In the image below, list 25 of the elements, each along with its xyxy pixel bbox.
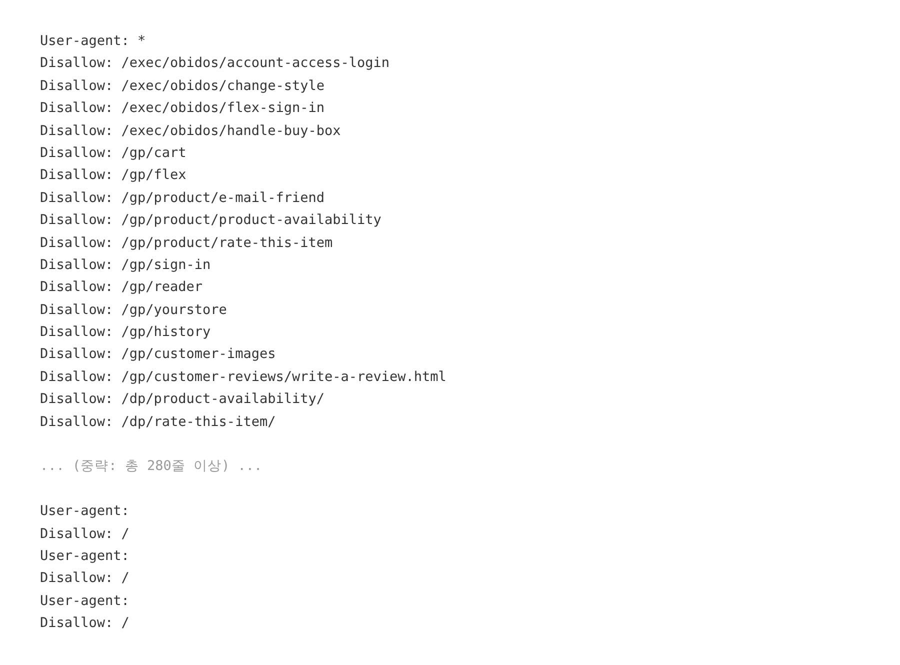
code-line: User-agent:: [40, 592, 130, 611]
code-line: User-agent:: [40, 502, 130, 522]
code-line: Disallow: /dp/rate-this-item/: [40, 412, 276, 432]
omission-note: ... (중략: 총 280줄 이상) ...: [40, 457, 262, 476]
code-line: Disallow: /gp/flex: [40, 166, 186, 186]
code-line: Disallow: /exec/obidos/flex-sign-in: [40, 99, 324, 118]
code-line: Disallow: /gp/customer-images: [40, 345, 276, 364]
code-line: Disallow: /: [40, 569, 130, 588]
code-line: Disallow: /gp/reader: [40, 278, 203, 298]
code-line: Disallow: /gp/yourstore: [40, 300, 227, 320]
code-line: User-agent:: [40, 546, 130, 566]
code-line: Disallow: /: [40, 614, 130, 634]
code-line: User-agent: *: [40, 32, 146, 51]
code-line: Disallow: /gp/customer-reviews/write-a-review.html: [40, 368, 446, 387]
code-line: Disallow: /gp/history: [40, 323, 211, 342]
code-line: Disallow: /exec/obidos/change-style: [40, 76, 324, 96]
code-line: Disallow: /exec/obidos/account-access-login: [40, 54, 390, 74]
code-line: Disallow: /gp/sign-in: [40, 256, 211, 275]
code-line: Disallow: /gp/cart: [40, 144, 186, 163]
code-line: Disallow: /gp/product/e-mail-friend: [40, 188, 324, 208]
code-line: Disallow: /exec/obidos/handle-buy-box: [40, 122, 341, 141]
code-line: Disallow: /: [40, 524, 130, 544]
code-line: Disallow: /dp/product-availability/: [40, 390, 324, 410]
code-line: Disallow: /gp/product/product-availability: [40, 211, 382, 230]
code-line: Disallow: /gp/product/rate-this-item: [40, 234, 333, 253]
